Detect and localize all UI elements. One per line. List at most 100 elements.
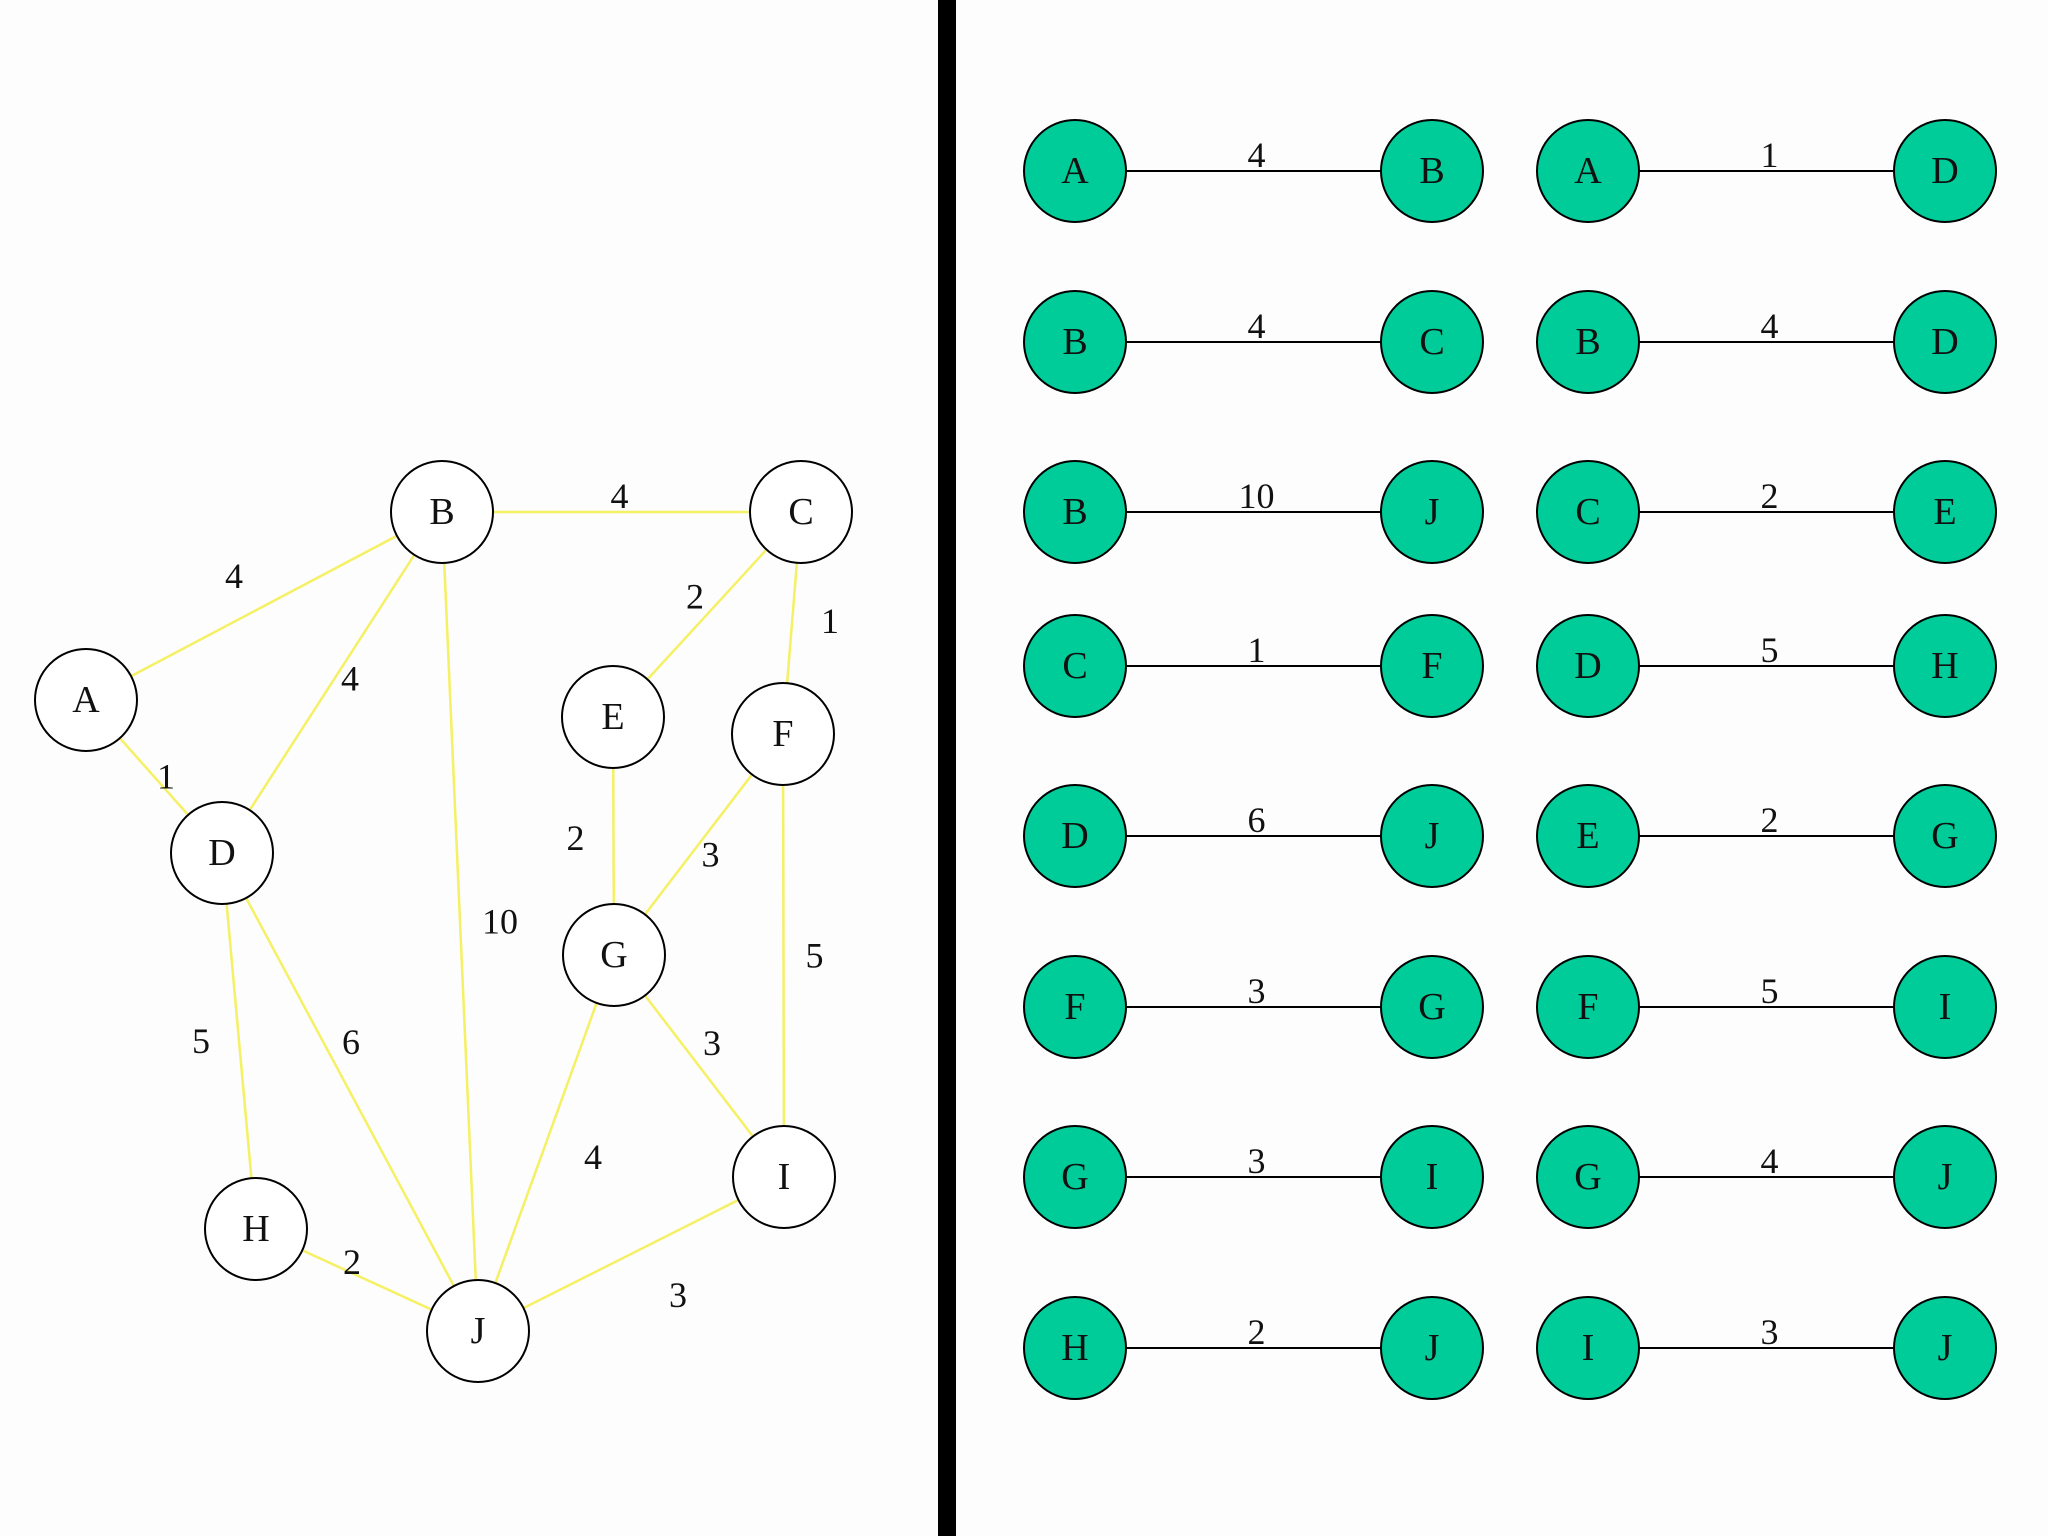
graph-node-label: C	[788, 491, 813, 533]
graph-node-circle	[562, 903, 666, 1007]
edge-list-node-to	[1893, 119, 1997, 223]
graph-node-label: B	[429, 491, 454, 533]
edge-list-node-to	[1380, 614, 1484, 718]
edge-list-item-a-b: 4 A B	[1023, 119, 1484, 223]
graph-node-e: E	[561, 665, 665, 769]
edge-list-node-to-label: F	[1421, 645, 1442, 687]
graph-edge-d-j	[220, 852, 480, 1332]
edge-list-weight: 3	[1248, 1141, 1266, 1181]
edge-list-node-to	[1380, 119, 1484, 223]
edge-list-node-from-label: A	[1061, 150, 1089, 192]
graph-edge-weight-b-c: 4	[611, 476, 629, 516]
edge-list-node-from	[1023, 119, 1127, 223]
edge-list-node-from-label: B	[1062, 491, 1087, 533]
graph-node-label: H	[242, 1208, 269, 1250]
edge-list-node-to-label: I	[1939, 986, 1952, 1028]
graph-edge-b-d	[220, 511, 444, 854]
graph-edge-weight-b-j: 10	[482, 902, 518, 942]
graph-edge-weight-d-j: 6	[342, 1022, 360, 1062]
edge-list-node-to	[1380, 955, 1484, 1059]
graph-node-c: C	[749, 460, 853, 564]
graph-edge-weight-e-g: 2	[567, 818, 585, 858]
graph-edge-weight-a-d: 1	[157, 757, 175, 797]
edge-list-node-from-label: C	[1575, 491, 1600, 533]
edge-list-node-to-label: E	[1933, 491, 1956, 533]
graph-node-h: H	[204, 1177, 308, 1281]
edge-list-weight: 10	[1239, 476, 1275, 516]
edge-list-node-from-label: A	[1574, 150, 1602, 192]
graph-edge-weight-i-j: 3	[669, 1275, 687, 1315]
graph-edge-weight-d-h: 5	[192, 1021, 210, 1061]
graph-node-label: J	[471, 1310, 486, 1352]
graph-node-circle	[426, 1279, 530, 1383]
graph-node-g: G	[562, 903, 666, 1007]
graph-edge-weight-f-g: 3	[702, 835, 720, 875]
graph-node-circle	[731, 682, 835, 786]
edge-list-node-from	[1536, 290, 1640, 394]
edge-list-node-from-label: H	[1061, 1327, 1088, 1369]
edge-list-node-from	[1536, 1296, 1640, 1400]
graph-node-circle	[732, 1125, 836, 1229]
edge-list-weight: 2	[1248, 1312, 1266, 1352]
graph-node-label: D	[208, 832, 235, 874]
edge-list-node-from	[1536, 1125, 1640, 1229]
edge-list-node-to	[1893, 1296, 1997, 1400]
edge-list-node-to-label: C	[1419, 321, 1444, 363]
graph-node-label: E	[601, 696, 624, 738]
edge-list-weight: 3	[1761, 1312, 1779, 1352]
edge-list-node-from-label: F	[1577, 986, 1598, 1028]
edge-list-node-to-label: J	[1425, 1327, 1440, 1369]
graph-edge-weight-c-f: 1	[821, 601, 839, 641]
edge-list-node-to	[1893, 460, 1997, 564]
edge-list-node-from	[1023, 290, 1127, 394]
graph-node-b: B	[390, 460, 494, 564]
panel-divider	[938, 0, 956, 1536]
edge-list-weight: 4	[1761, 306, 1779, 346]
graph-edge-weight-c-e: 2	[686, 577, 704, 617]
edge-list-node-from-label: B	[1575, 321, 1600, 363]
edge-list-node-from-label: I	[1582, 1327, 1595, 1369]
edge-list-node-to	[1380, 1296, 1484, 1400]
edge-list-weight: 5	[1761, 630, 1779, 670]
edge-list-node-from	[1536, 614, 1640, 718]
graph-node-label: G	[600, 934, 627, 976]
graph-edge-weight-b-d: 4	[341, 659, 359, 699]
edge-list-node-to	[1893, 1125, 1997, 1229]
edge-list-weight: 2	[1761, 800, 1779, 840]
edge-list-node-to-label: D	[1931, 150, 1958, 192]
graph-edge-weight-g-i: 3	[703, 1023, 721, 1063]
edge-list-weight: 5	[1761, 971, 1779, 1011]
edge-list-node-to	[1380, 290, 1484, 394]
edge-list-node-to-label: B	[1419, 150, 1444, 192]
edge-list-weight: 4	[1248, 135, 1266, 175]
edge-list-weight: 6	[1248, 800, 1266, 840]
edge-list-node-from-label: B	[1062, 321, 1087, 363]
edge-list-node-to	[1380, 784, 1484, 888]
edge-list-node-from-label: G	[1574, 1156, 1601, 1198]
edge-list-weight: 2	[1761, 476, 1779, 516]
edge-list-node-to	[1893, 784, 1997, 888]
edge-list-node-to-label: J	[1425, 815, 1440, 857]
edge-list-node-to-label: J	[1938, 1156, 1953, 1198]
graph-edge-weight-f-i: 5	[806, 936, 824, 976]
graph-edge-weight-g-j: 4	[584, 1137, 602, 1177]
graph-edge-f-i	[781, 733, 786, 1178]
graph-node-j: J	[426, 1279, 530, 1383]
graph-edge-i-j	[477, 1175, 785, 1333]
edge-list-node-from-label: D	[1061, 815, 1088, 857]
edge-list-node-from	[1023, 955, 1127, 1059]
edge-list-node-from-label: F	[1064, 986, 1085, 1028]
